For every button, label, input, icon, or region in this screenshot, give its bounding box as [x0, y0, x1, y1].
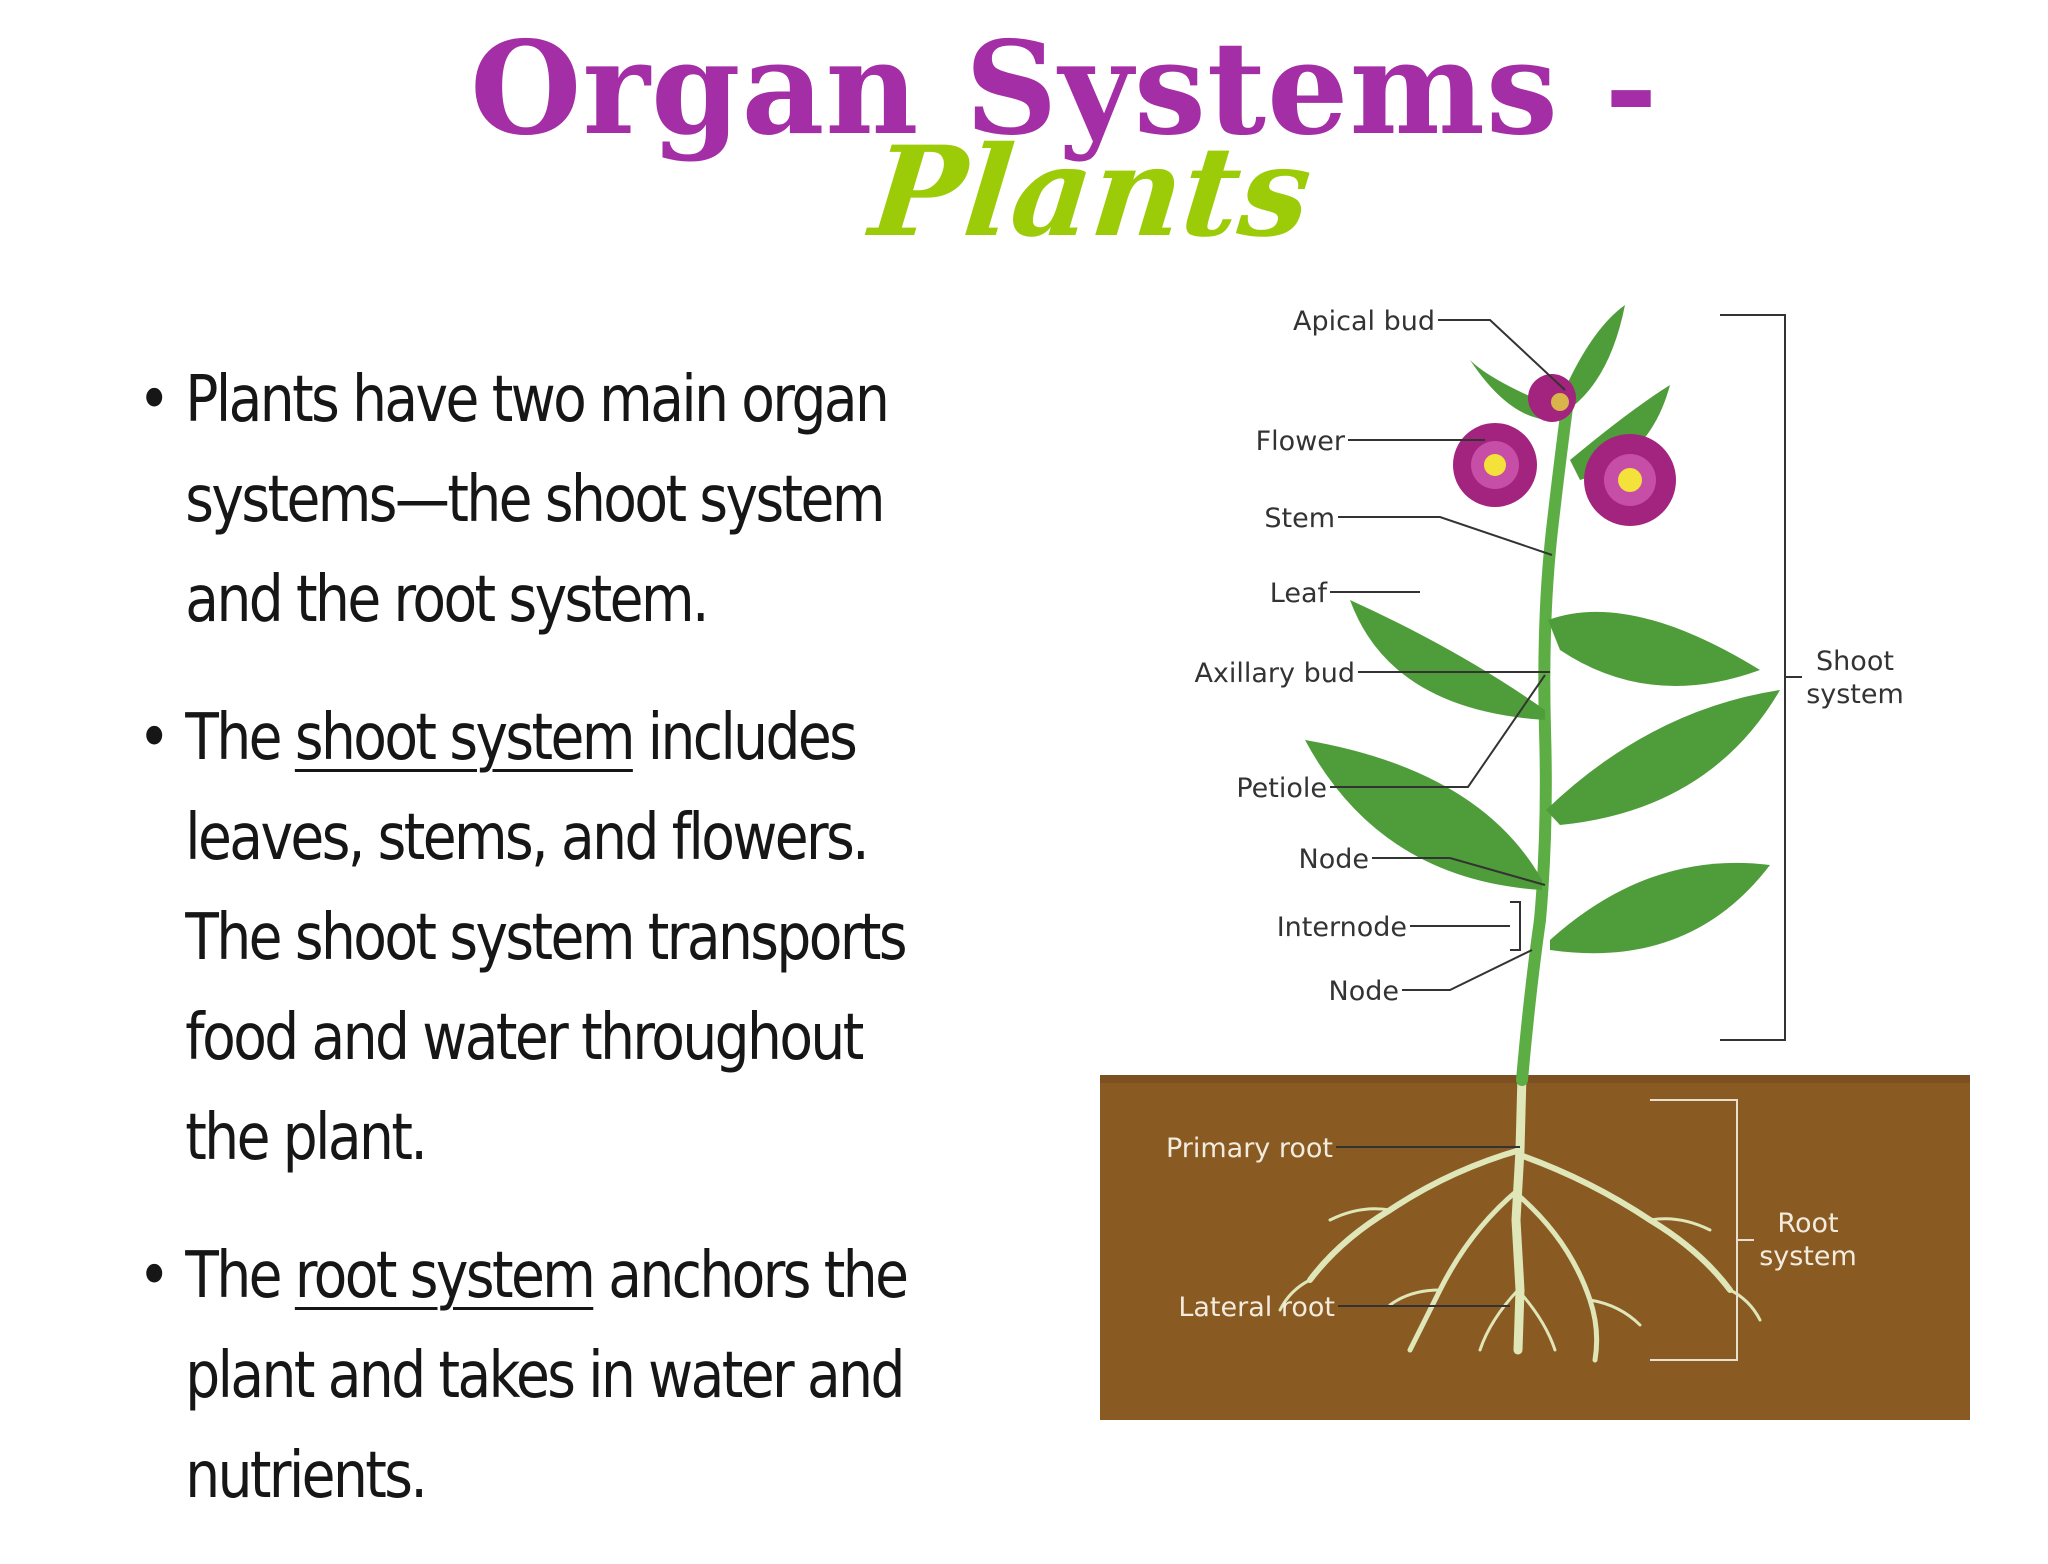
bullet-text: includes leaves, stems, and flowers. The…: [185, 701, 907, 1175]
flower-top: [1528, 374, 1576, 422]
lateral-root: [1515, 1192, 1600, 1363]
bullet-dot: •: [138, 363, 170, 437]
lateral-root: [1516, 1288, 1557, 1352]
bullet-list: •Plants have two main organ systems—the …: [138, 350, 955, 1564]
lateral-root: [1478, 1288, 1520, 1352]
bullet-item: •The shoot system includes leaves, stems…: [138, 688, 955, 1188]
bullet-text: The: [185, 701, 295, 775]
term-shoot-system: shoot system: [294, 701, 636, 775]
term-root-system: root system: [294, 1239, 596, 1313]
root-system-bracket: [1650, 1099, 1754, 1361]
label-flower: Flower: [1256, 426, 1346, 457]
label-shoot-system-2: system: [1806, 679, 1904, 710]
leaf: [1548, 611, 1760, 686]
bullet-text: The: [185, 1239, 295, 1313]
bullet-text: Plants have two main organ systems—the s…: [185, 363, 890, 637]
label-primary-root: Primary root: [1166, 1133, 1333, 1164]
lateral-root: [1388, 1288, 1442, 1307]
label-petiole: Petiole: [1236, 773, 1327, 804]
plant-diagram: Apical bud Flower Stem Leaf Axillary bud…: [1100, 305, 1970, 1420]
leaf: [1546, 690, 1780, 825]
label-leaf: Leaf: [1270, 578, 1329, 609]
bullet-dot: •: [138, 1239, 170, 1313]
label-node-lower: Node: [1329, 976, 1399, 1007]
lateral-root: [1278, 1278, 1312, 1312]
label-root-system-2: system: [1759, 1241, 1857, 1272]
lateral-root: [1328, 1207, 1392, 1222]
label-lateral-root: Lateral root: [1178, 1292, 1335, 1323]
lateral-root: [1407, 1187, 1521, 1353]
flower-right: [1584, 434, 1676, 526]
lateral-root: [1648, 1217, 1712, 1232]
label-root-system-1: Root: [1777, 1208, 1838, 1239]
page-subtitle: Plants: [864, 120, 1318, 265]
label-stem: Stem: [1264, 503, 1335, 534]
label-shoot-system-1: Shoot: [1816, 646, 1894, 677]
primary-root: [1511, 1070, 1527, 1355]
leaf: [1560, 305, 1625, 410]
label-axillary-bud: Axillary bud: [1194, 658, 1355, 689]
label-apical-bud: Apical bud: [1293, 306, 1435, 337]
label-internode: Internode: [1277, 912, 1407, 943]
leaves: [1305, 305, 1780, 954]
leaf: [1305, 740, 1542, 890]
leaf: [1350, 600, 1545, 720]
shoot-system-bracket: [1720, 314, 1802, 1041]
soil-top-edge: [1100, 1075, 1970, 1083]
label-node-upper: Node: [1299, 844, 1369, 875]
stem: [1516, 394, 1574, 1086]
leaf: [1550, 862, 1770, 954]
soil: [1100, 1075, 1970, 1420]
flower-left: [1453, 423, 1537, 507]
bullet-item: •Plants have two main organ systems—the …: [138, 350, 955, 650]
bullet-item: •The root system anchors the plant and t…: [138, 1226, 955, 1526]
bullet-dot: •: [138, 701, 170, 775]
root-system-drawing: [1278, 1070, 1762, 1363]
lateral-root: [1588, 1298, 1642, 1327]
leader-lines: [1330, 319, 1566, 1307]
lateral-root: [1728, 1288, 1762, 1322]
page-title: Organ Systems -: [470, 14, 1659, 164]
